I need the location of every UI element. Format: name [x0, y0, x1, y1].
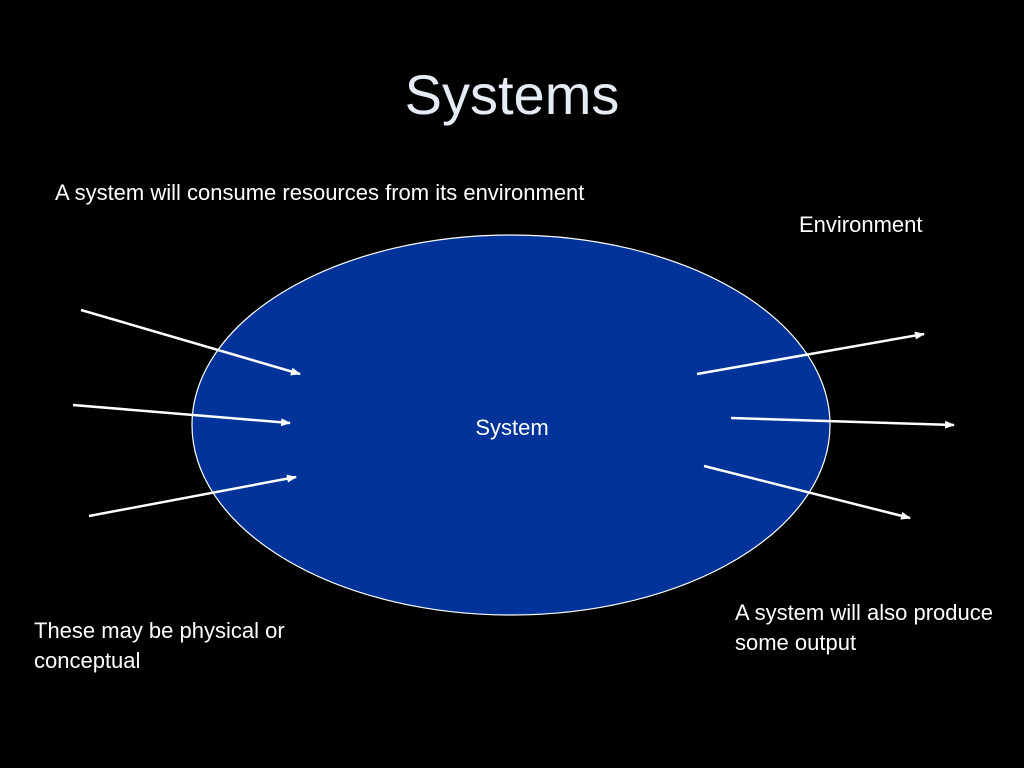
output-arrow-top: [696, 331, 925, 376]
input-arrow-bottom: [88, 474, 297, 518]
system-ellipse: [191, 234, 831, 616]
system-label: System: [475, 415, 549, 440]
environment-label: Environment: [799, 212, 923, 237]
output-arrow-middle: [730, 416, 955, 429]
output-arrow-bottom: [703, 464, 911, 520]
input-arrow-top: [80, 308, 301, 376]
slide-title: Systems: [404, 63, 620, 126]
input-arrow-middle: [72, 403, 291, 427]
consume-resources-text: A system will consume resources from its…: [55, 180, 585, 205]
produce-output-text: A system will also produce some output: [735, 600, 993, 655]
physical-conceptual-text: These may be physical or conceptual: [34, 618, 285, 673]
